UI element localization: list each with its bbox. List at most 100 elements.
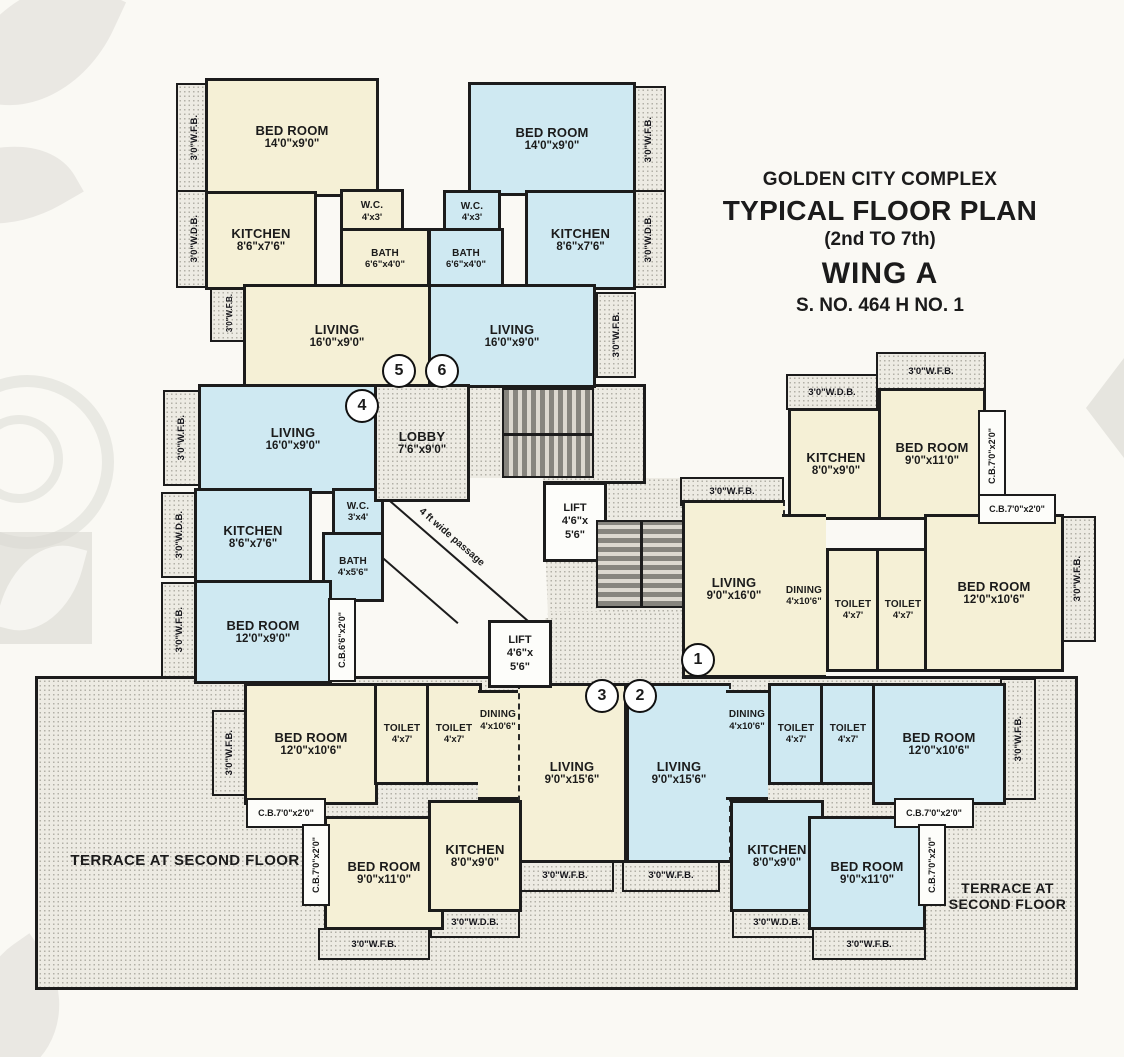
balcony-label: 3'0"W.F.B.: [1012, 716, 1024, 762]
room-dims-label: 4'x10'6": [729, 720, 765, 732]
room-dims-label: 3'x4': [347, 512, 369, 524]
room-name-label: TOILET: [834, 598, 872, 610]
balcony-label: 3'0"W.F.B.: [351, 938, 397, 950]
balcony-label: 3'0"W.F.B.: [1071, 556, 1083, 602]
balcony-strip: 3'0"W.F.B.: [1000, 678, 1036, 800]
cupboard-strip: C.B.7'0"x2'0": [918, 824, 946, 906]
room-dims-label: 9'0"x11'0": [904, 454, 960, 467]
room-name-label: KITCHEN: [231, 226, 291, 242]
room-dims-label: 16'0"x9'0": [265, 439, 321, 452]
room-dims-label: 4'x7': [842, 610, 864, 622]
staircase-mid-landing: [504, 433, 592, 436]
balcony-strip: 3'0"W.F.B.: [161, 582, 198, 678]
room-name-label: KITCHEN: [747, 841, 807, 857]
room-dims-label: 4'x10'6": [786, 596, 822, 608]
room-name-label: LIVING: [489, 321, 535, 337]
room-name-label: LOBBY: [398, 428, 446, 444]
staircase-mid-landing: [640, 522, 643, 606]
room-name-label: W.C.: [346, 500, 370, 512]
staircase: [596, 520, 684, 608]
title-block: GOLDEN CITY COMPLEX TYPICAL FLOOR PLAN (…: [712, 170, 1048, 316]
room-name-label: BED ROOM: [347, 858, 421, 874]
room-name-label: BED ROOM: [274, 729, 348, 745]
room-name-label: BED ROOM: [255, 123, 329, 139]
room-dims-label: 8'0"x9'0": [811, 464, 861, 477]
balcony-strip: 3'0"W.F.B.: [630, 86, 666, 194]
balcony-label: 3'0"W.F.B.: [223, 730, 235, 776]
cupboard-label: C.B.7'0"x2'0": [927, 837, 937, 893]
room-name-label: KITCHEN: [445, 841, 505, 857]
balcony-strip: 3'0"W.D.B.: [786, 374, 878, 410]
unit-number-badge: 2: [623, 679, 657, 713]
room-name-label: TOILET: [884, 598, 922, 610]
cupboard-strip: C.B.7'0"x2'0": [246, 798, 326, 828]
room-dims-label: 4'x10'6": [480, 720, 516, 732]
balcony-label: 3'0"W.D.B.: [174, 511, 185, 559]
balcony-label: 3'0"W.D.B.: [753, 916, 801, 928]
room-dims-label: 16'0"x9'0": [309, 336, 365, 349]
balcony-strip: 3'0"W.F.B.: [1058, 516, 1096, 642]
room-dims-label: 12'0"x10'6": [908, 744, 970, 757]
room-dims-label: 9'0"x15'6": [544, 773, 600, 786]
room-dims-label: 4'x7': [837, 734, 859, 746]
unit-number-badge: 5: [382, 354, 416, 388]
project-name: GOLDEN CITY COMPLEX: [762, 169, 998, 190]
unit-number-badge: 1: [681, 643, 715, 677]
room-dims-label: 8'6"x7'6": [236, 241, 286, 254]
room-name-label: BED ROOM: [957, 578, 1031, 594]
leaf-decoration: [0, 0, 127, 139]
lift-label: 4'6"x: [561, 515, 589, 528]
balcony-label: 3'0"W.D.B.: [642, 215, 654, 263]
room-dims-label: 12'0"x10'6": [963, 593, 1025, 606]
survey-number: S. NO. 464 H NO. 1: [796, 294, 964, 316]
cupboard-strip: C.B.7'0"x2'0": [894, 798, 974, 828]
lift-label: LIFT: [563, 502, 587, 515]
room-dims-label: 4'x7': [443, 734, 465, 746]
lift-label: LIFT: [508, 634, 532, 647]
balcony-label: 3'0"W.F.B.: [709, 486, 755, 497]
cupboard-strip: C.B.7'0"x2'0": [302, 824, 330, 906]
room-dims-label: 14'0"x9'0": [264, 138, 320, 151]
cupboard-label: C.B.7'0"x2'0": [906, 808, 962, 818]
unit-number-badge: 6: [425, 354, 459, 388]
room-dims-label: 8'6"x7'6": [228, 537, 278, 550]
room-name-label: DINING: [728, 709, 766, 720]
balcony-label: 3'0"W.D.B.: [188, 215, 200, 263]
room-dims-label: 9'0"x16'0": [706, 589, 762, 602]
room-dims-label: 8'0"x9'0": [450, 856, 500, 869]
room-dims-label: 4'x3': [361, 211, 383, 223]
circulation-area: [545, 612, 682, 683]
balcony-label: 3'0"W.F.B.: [642, 117, 654, 163]
room-name-label: BATH: [339, 555, 367, 567]
room-name-label: DINING: [479, 709, 517, 720]
balcony-strip: 3'0"W.D.B.: [630, 190, 666, 288]
room-name-label: DINING: [785, 584, 823, 596]
floor-range: (2nd TO 7th): [824, 229, 936, 251]
room-dims-label: 12'0"x10'6": [280, 744, 342, 757]
balcony-label: 3'0"W.D.B.: [451, 916, 499, 928]
room-w-c-: W.C.4'x3': [443, 190, 501, 234]
room-dims-label: 4'x7': [892, 610, 914, 622]
balcony-strip: 3'0"W.F.B.: [622, 858, 720, 892]
cupboard-label: C.B.7'0"x2'0": [987, 428, 997, 484]
balcony-strip: 3'0"W.F.B.: [812, 928, 926, 960]
balcony-label: 3'0"W.D.B.: [808, 386, 856, 398]
room-dims-label: 9'0"x15'6": [651, 773, 707, 786]
